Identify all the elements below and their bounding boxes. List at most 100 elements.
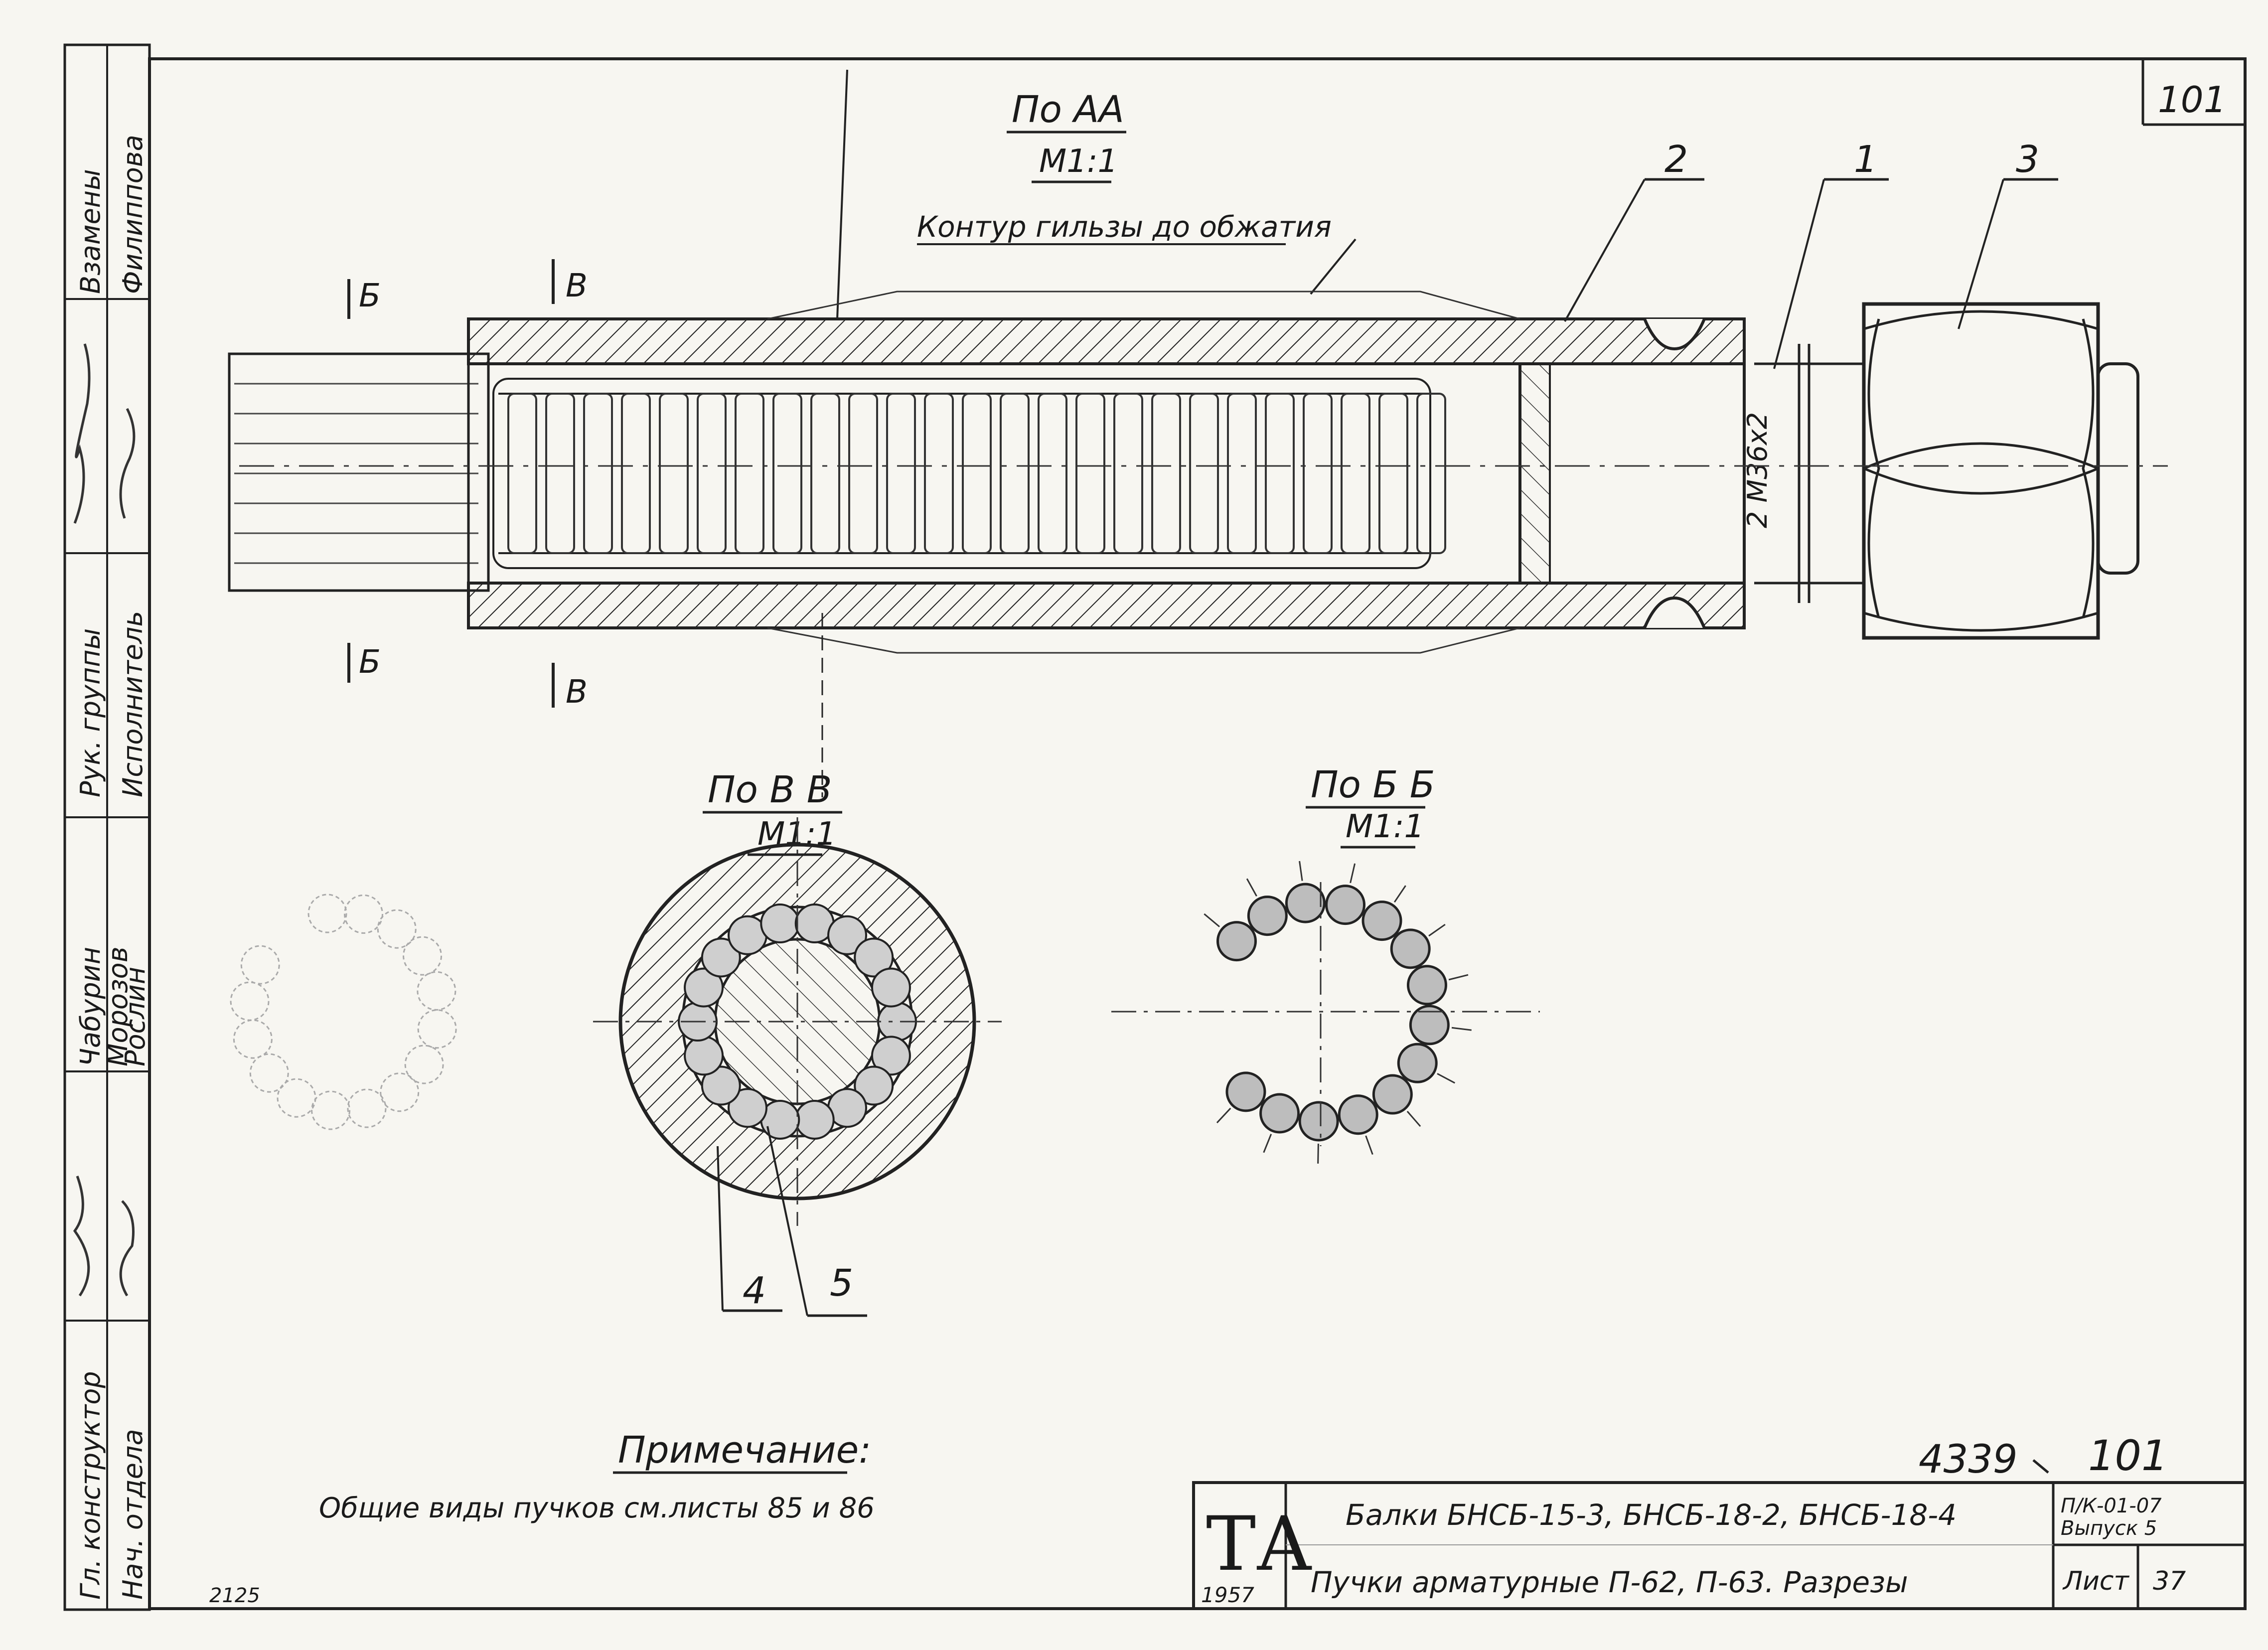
note-title: Примечание: — [618, 1429, 871, 1472]
wire-section — [794, 1099, 835, 1140]
stamp-role-3: Исполнитель — [117, 611, 149, 797]
drawing-number: 4339 — [1919, 1437, 2018, 1482]
wire-section — [1390, 928, 1431, 969]
ghost-circle — [380, 1072, 420, 1112]
signature-scribble — [73, 1176, 135, 1297]
wire-section — [1216, 921, 1257, 962]
svg-text:3: 3 — [2016, 138, 2039, 181]
wire-section — [871, 1036, 911, 1076]
wire-section — [1225, 1071, 1266, 1112]
ghost-circle — [344, 894, 384, 934]
wire-rib — [848, 393, 878, 554]
wire-section — [1338, 1094, 1378, 1135]
callout-3: 3 — [1958, 138, 2058, 329]
section-bb-scale: М1:1 — [1346, 808, 1424, 845]
wire-rib — [1303, 393, 1333, 554]
callout-1: 1 — [1773, 138, 1889, 369]
wire-rib — [886, 393, 916, 554]
wire-section — [1372, 1074, 1413, 1115]
ghost-circle — [347, 1088, 387, 1128]
section-aa-view: По АА М1:1 Контур гильзы до обжатия Б В … — [228, 69, 2168, 711]
wire-rib — [1075, 393, 1105, 554]
title-block-sheet-label: Лист — [2062, 1566, 2129, 1596]
wire-rib — [583, 393, 613, 554]
wire-section — [701, 937, 741, 978]
callout-4: 4 — [717, 1146, 782, 1312]
wire-rib — [1113, 393, 1143, 554]
wire-rib — [1000, 393, 1030, 554]
stamp-role-7: Нач. отдела — [117, 1429, 149, 1600]
stamp-name-4: Морозов — [102, 946, 134, 1066]
sleeve-contour-before-crimping — [767, 291, 1520, 320]
section-mark-v-top: В — [566, 268, 588, 304]
wire-rib — [621, 393, 651, 554]
title-block-series: П/К-01-07 — [2061, 1495, 2162, 1517]
wire-section — [1397, 1043, 1438, 1083]
anchor-threaded-rod — [1518, 362, 1746, 585]
small-mark: 2125 — [209, 1584, 260, 1607]
wire-rib — [1227, 393, 1257, 554]
wire-section — [684, 1036, 724, 1076]
groove-bottom — [1643, 596, 1706, 629]
wire-rib — [1151, 393, 1181, 554]
thread-label: 2 М36х2 — [1742, 412, 1773, 528]
stamp-role-6: Гл. конструктор — [75, 1371, 106, 1600]
callout-2: 2 — [1564, 138, 1704, 322]
wire-section — [854, 937, 894, 978]
signature-scribble — [73, 343, 136, 524]
ghost-circle — [277, 1078, 316, 1118]
wire-rib — [545, 393, 575, 554]
drawing-sheet-ref: 101 — [2088, 1431, 2168, 1480]
groove-top — [1643, 318, 1706, 351]
wire-rib — [772, 393, 802, 554]
wire-ring-section-bb — [1204, 861, 1472, 1164]
section-bb-title: По Б Б — [1311, 763, 1435, 806]
title-block-year: 1957 — [1201, 1583, 1254, 1607]
ghost-circle — [249, 1053, 289, 1093]
wire-section — [1259, 1093, 1300, 1134]
svg-text:2: 2 — [1664, 138, 1688, 181]
ghost-circle — [311, 1090, 351, 1130]
title-block: ТА 1957 Балки БНСБ-15-3, БНСБ-18-2, БНСБ… — [1192, 1481, 2247, 1610]
wire-section — [1409, 1005, 1450, 1046]
wire-rib — [507, 393, 537, 554]
wire-section — [1285, 883, 1326, 923]
section-vv-view: По В В М1:1 4 5 — [593, 613, 1002, 1317]
wire-rib — [1265, 393, 1295, 554]
wire-rib — [1038, 393, 1067, 554]
callout-5: 5 — [766, 1126, 867, 1317]
wire-rib — [697, 393, 727, 554]
title-block-issue: Выпуск 5 — [2061, 1517, 2157, 1540]
wire-bundle — [228, 352, 490, 592]
wire-rib — [1341, 393, 1370, 554]
wire-rib — [735, 393, 764, 554]
wire-section — [1406, 965, 1447, 1006]
wire-section — [684, 967, 724, 1008]
wire-section — [1361, 900, 1402, 941]
section-vv-title: По В В — [708, 768, 832, 811]
wire-section — [1325, 885, 1365, 925]
section-bb-view: По Б Б М1:1 — [1111, 763, 1540, 1164]
wire-rib — [810, 393, 840, 554]
sleeve-body — [467, 362, 1521, 585]
sheet-number-box: 101 — [2141, 59, 2245, 126]
svg-text:5: 5 — [830, 1262, 853, 1305]
title-block-sheet-value: 37 — [2153, 1566, 2186, 1596]
wire-rib — [962, 393, 992, 554]
wire-section — [760, 903, 800, 944]
stamp-name-5: Рослин — [120, 967, 151, 1066]
ghost-circle — [417, 971, 456, 1011]
nut — [1862, 302, 2139, 640]
note-block: Примечание: Общие виды пучков см.листы 8… — [319, 1429, 875, 1524]
wire-section — [827, 915, 867, 955]
wire-rib — [659, 393, 689, 554]
wire-ring-section-vv — [678, 903, 917, 1140]
ghost-circle — [307, 894, 347, 933]
svg-text:1: 1 — [1854, 138, 1877, 181]
wire-ribs — [507, 393, 1446, 554]
ghost-circle — [240, 945, 280, 985]
ghost-circle — [403, 936, 443, 976]
bleed-through-circles — [230, 894, 457, 1130]
wire-rib — [1416, 393, 1446, 554]
